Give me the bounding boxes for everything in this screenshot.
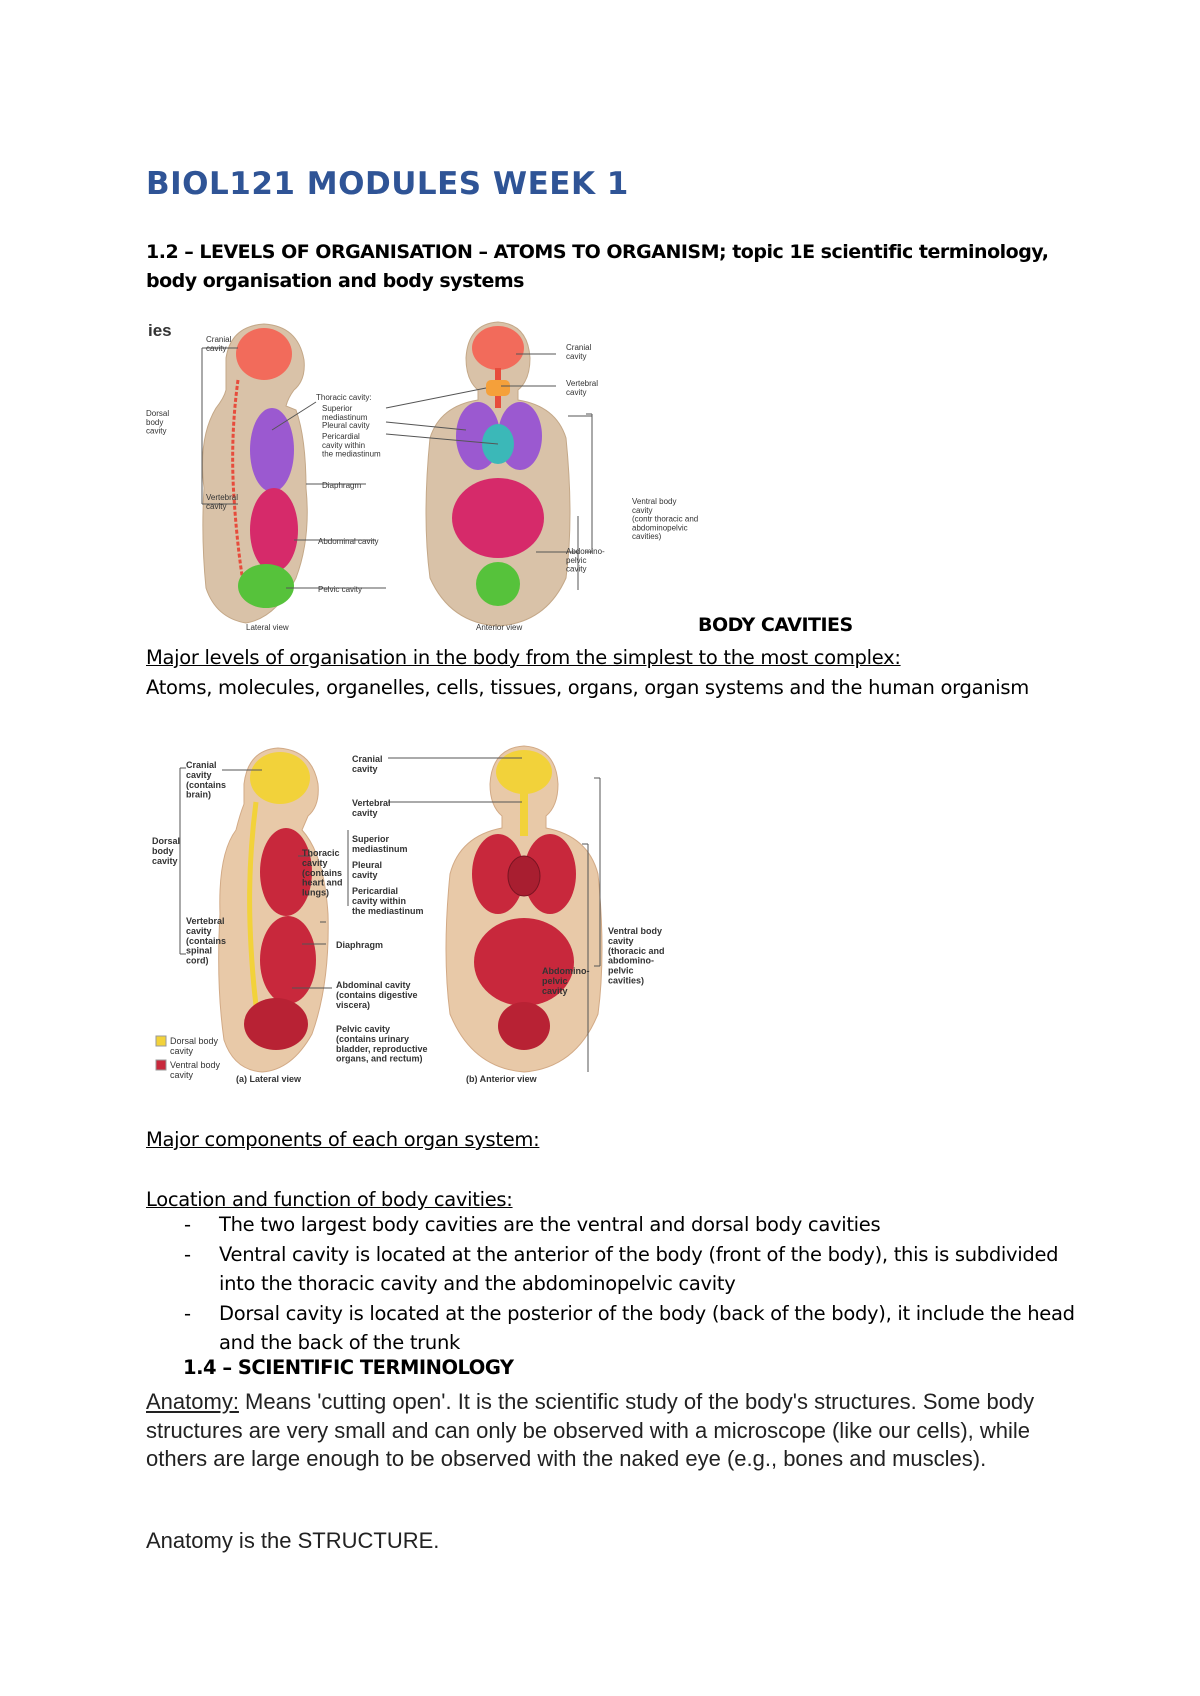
- cranial-cavity-anterior: [472, 326, 524, 370]
- label2-anterior-view: (b) Anterior view: [466, 1074, 538, 1084]
- anterior-body-illustration-2: [445, 745, 603, 1073]
- cavity-bullet-list: - The two largest body cavities are the v…: [146, 1210, 1076, 1358]
- anatomy-paragraph: Anatomy: Means 'cutting open'. It is the…: [146, 1388, 1046, 1474]
- pelvic-cavity-anterior: [476, 562, 520, 606]
- anatomy-label: Anatomy:: [146, 1389, 239, 1414]
- cranial-cavity-lateral: [236, 328, 292, 380]
- label-anterior-view: Anterior view: [476, 623, 522, 632]
- abdominal-cavity-anterior-2: [474, 918, 574, 1006]
- levels-heading: Major levels of organisation in the body…: [146, 646, 901, 669]
- pelvic-cavity-lateral-2: [244, 998, 308, 1050]
- bullet-text: Dorsal cavity is located at the posterio…: [219, 1301, 1075, 1355]
- pelvic-cavity-anterior-2: [498, 1002, 550, 1050]
- thoracic-cavity-lateral: [250, 408, 294, 492]
- label-lateral-view: Lateral view: [246, 623, 289, 632]
- leader-lines-fig2: [179, 757, 601, 1072]
- cavities-heading: Location and function of body cavities:: [146, 1188, 513, 1211]
- spinal-cord-lateral-2: [247, 801, 263, 1035]
- pelvic-cavity-lateral: [238, 564, 294, 608]
- vertebral-line-lateral: [231, 379, 248, 599]
- body-cavities-figure-1: ies: [146, 318, 706, 633]
- label-diaphragm: Diaphragm: [322, 481, 361, 490]
- bullet-text: The two largest body cavities are the ve…: [219, 1213, 881, 1236]
- label-pelvic: Pelvic cavity: [318, 585, 362, 594]
- section-heading-1-2: 1.2 – LEVELS OF ORGANISATION – ATOMS TO …: [146, 241, 1049, 292]
- cranial-cavity-anterior-2: [496, 750, 552, 794]
- bullet-dash: -: [184, 1242, 191, 1266]
- abdominal-cavity-lateral-2: [260, 916, 316, 1004]
- anatomy-structure-line: Anatomy is the STRUCTURE.: [146, 1528, 440, 1553]
- section-heading-1-4: 1.4 – SCIENTIFIC TERMINOLOGY: [183, 1356, 514, 1379]
- page-title: BIOL121 MODULES WEEK 1: [146, 166, 629, 202]
- pericardial-cavity-2: [507, 855, 541, 897]
- figure-1-caption: BODY CAVITIES: [698, 614, 853, 636]
- list-item: - Ventral cavity is located at the anteri…: [146, 1240, 1076, 1299]
- list-item: - Dorsal cavity is located at the posteri…: [146, 1299, 1076, 1358]
- thoracic-cavity-lateral-2: [260, 828, 312, 916]
- superior-mediastinum: [486, 380, 510, 396]
- anatomy-text: Means 'cutting open'. It is the scientif…: [146, 1389, 1035, 1471]
- bullet-dash: -: [184, 1213, 191, 1236]
- levels-text: Atoms, molecules, organelles, cells, tis…: [146, 676, 1029, 699]
- bullet-text: Ventral cavity is located at the anterio…: [219, 1242, 1059, 1296]
- cranial-cavity-lateral-2: [250, 752, 310, 804]
- figure-corner-text: ies: [148, 321, 172, 340]
- label2-lateral-view: (a) Lateral view: [236, 1074, 302, 1084]
- label-thoracic: Thoracic cavity:: [316, 393, 372, 402]
- lateral-body-illustration-2: [218, 747, 329, 1073]
- leader-lines-fig1: [201, 347, 593, 590]
- anterior-body-illustration: [425, 321, 571, 627]
- label-abdominal: Abdominal cavity: [318, 537, 378, 546]
- components-heading: Major components of each organ system:: [146, 1128, 540, 1151]
- label-pleural: Pleural cavity: [322, 421, 370, 430]
- abdominal-cavity-lateral: [250, 488, 298, 572]
- legend-dorsal-swatch: [155, 1035, 167, 1047]
- lateral-body-illustration: [202, 323, 308, 624]
- list-item: - The two largest body cavities are the v…: [146, 1210, 1076, 1240]
- abdominal-cavity-anterior: [452, 478, 544, 558]
- legend-ventral-swatch: [155, 1059, 167, 1071]
- label2-diaphragm: Diaphragm: [336, 940, 383, 950]
- bullet-dash: -: [184, 1301, 191, 1325]
